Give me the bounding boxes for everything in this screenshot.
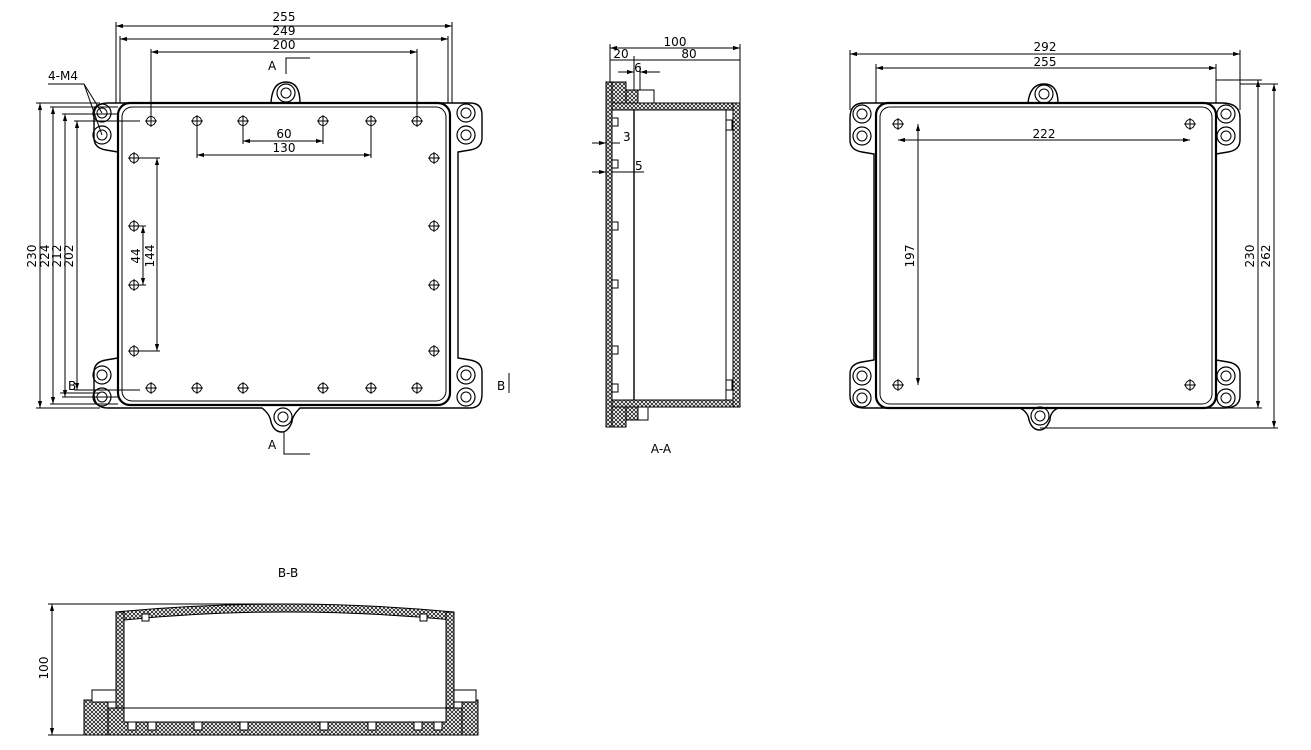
aa-dim-depth: 100: [664, 35, 687, 49]
mount-hole-icon: [1183, 378, 1197, 392]
dim-height-4: 202: [62, 245, 76, 268]
aa-lid-wall: [605, 81, 613, 428]
corner-hole-icon: [852, 366, 872, 386]
aa-bottom-wall: [609, 399, 741, 408]
back-dim-inner-width: 255: [1034, 55, 1057, 69]
corner-hole-icon: [456, 365, 476, 385]
front-body: [116, 101, 452, 407]
dim-height-1: 230: [25, 245, 39, 268]
front-body-inner: [121, 106, 447, 402]
corner-hole-icon: [852, 104, 872, 124]
corner-hole-icon: [456, 387, 476, 407]
section-a-top-label: A: [268, 59, 277, 73]
back-dim-hole-span-x: 222: [1033, 127, 1056, 141]
mount-hole-icon: [891, 117, 905, 131]
corner-hole-icon: [456, 103, 476, 123]
back-dim-overall-width: 292: [1034, 40, 1057, 54]
dim-height-2: 224: [38, 245, 52, 268]
back-dim-overall-height: 262: [1259, 245, 1273, 268]
mount-hole-icon: [1183, 117, 1197, 131]
back-flange-outline: [849, 102, 1241, 431]
dim-inner-width: 249: [273, 24, 296, 38]
section-markers: A A B B: [60, 57, 510, 455]
corner-hole-icon: [1216, 104, 1236, 124]
aa-dim-lid: 20: [613, 47, 628, 61]
back-dim-height: 230: [1243, 245, 1257, 268]
back-view: 292 255 222 197 230 262: [849, 40, 1278, 431]
thread-callout: 4-M4: [48, 69, 103, 136]
dim-height-3: 212: [50, 245, 64, 268]
corner-hole-icon: [92, 365, 112, 385]
bb-left-wall: [115, 611, 125, 711]
lug-hole-icon: [1034, 84, 1054, 104]
dim-side-1: 44: [129, 248, 143, 263]
section-b-right-label: B: [497, 379, 505, 393]
corner-hole-icon: [852, 126, 872, 146]
section-aa-view: 100 20 80 6 3 5 A-A: [592, 35, 741, 456]
section-b-left-label: B: [68, 379, 76, 393]
section-bb-view: B-B 100: [37, 566, 479, 736]
aa-label: A-A: [651, 442, 672, 456]
dim-mid-span: 130: [273, 141, 296, 155]
corner-hole-icon: [852, 388, 872, 408]
mount-hole-icon: [891, 378, 905, 392]
front-screw-holes: [127, 114, 441, 395]
dim-overall-width: 255: [273, 10, 296, 24]
bb-dim-height: 100: [37, 657, 51, 680]
dim-thread: 4-M4: [48, 69, 78, 83]
back-dim-hole-span-y: 197: [903, 245, 917, 268]
back-body: [874, 101, 1218, 410]
corner-hole-icon: [456, 125, 476, 145]
front-top-lug: [270, 81, 301, 104]
bb-right-wall: [445, 611, 455, 711]
dim-inner-span: 60: [276, 127, 291, 141]
aa-dim-body: 80: [681, 47, 696, 61]
corner-hole-icon: [1216, 388, 1236, 408]
bb-label: B-B: [278, 566, 298, 580]
front-view: 255 249 200 60 130 4-M4: [25, 10, 510, 455]
dim-hole-span: 200: [273, 38, 296, 52]
lug-hole-icon: [276, 83, 296, 103]
lug-hole-icon: [273, 407, 293, 427]
aa-dim-gap-1: 3: [623, 130, 631, 144]
section-a-bottom-label: A: [268, 438, 277, 452]
bb-top-wall: [114, 603, 455, 621]
lug-hole-icon: [1030, 406, 1050, 426]
corner-hole-icon: [1216, 366, 1236, 386]
aa-top-wall: [609, 102, 741, 111]
aa-back-wall: [732, 102, 741, 408]
dim-side-2: 144: [143, 245, 157, 268]
front-top-dimensions: 255 249 200 60 130: [115, 10, 453, 158]
aa-dim-rib: 6: [634, 61, 642, 75]
front-left-dimensions: 230 224 212 202 44 144: [25, 102, 160, 409]
corner-hole-icon: [1216, 126, 1236, 146]
aa-dim-gap-2: 5: [635, 159, 643, 173]
